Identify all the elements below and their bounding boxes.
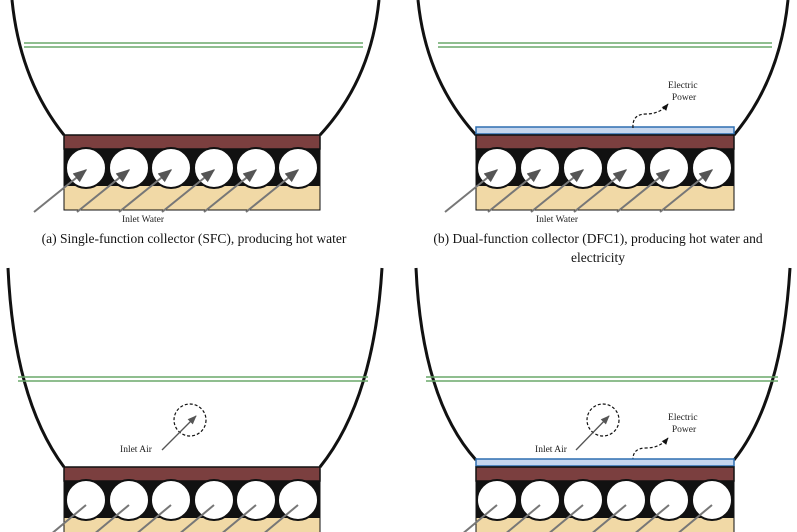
inlet-arrow	[264, 504, 299, 532]
tube	[562, 479, 604, 521]
tube-row	[65, 479, 319, 521]
electric-power-arrow	[632, 437, 669, 462]
inlet-arrow	[487, 169, 542, 213]
inlet-arrow	[573, 169, 628, 213]
panel-d: Inlet Air Electric Power	[414, 267, 792, 532]
reflector-curve-left	[6, 267, 66, 468]
air-flow-circle	[586, 403, 620, 437]
tube	[519, 479, 561, 521]
tube	[235, 479, 277, 521]
reflector-curve-right	[318, 0, 381, 137]
reflector-curve-left	[10, 0, 66, 136]
tube	[193, 479, 235, 521]
air-inlet-arrow	[161, 415, 197, 451]
absorber-plate	[475, 134, 735, 150]
inlet-arrow	[678, 504, 713, 532]
electric-power-label: Electric Power	[668, 81, 700, 103]
air-flow-circle	[173, 403, 207, 437]
inlet-arrow	[222, 504, 257, 532]
reflector-curve-right	[732, 267, 792, 461]
tube	[605, 479, 647, 521]
caption-panel-a: (a) Single-function collector (SFC), pro…	[41, 231, 347, 246]
inlet-arrow	[549, 504, 584, 532]
inlet-arrows	[52, 504, 299, 532]
caption-panel-b: (b) Dual-function collector (DFC1), prod…	[433, 231, 763, 265]
inlet-label: Inlet Water	[536, 215, 579, 225]
inlet-arrow	[444, 169, 499, 213]
reflector-curve-left	[416, 0, 478, 137]
pv-layer	[475, 458, 735, 467]
inlet-arrow	[118, 169, 173, 213]
inlet-arrows	[463, 504, 713, 532]
inlet-arrow	[52, 504, 87, 532]
inlet-arrow	[33, 169, 88, 213]
tube	[476, 479, 518, 521]
inlet-arrow	[463, 504, 498, 532]
tube-row	[476, 479, 733, 521]
tube	[277, 479, 319, 521]
panel-a: Inlet Water	[10, 0, 381, 225]
tube	[150, 479, 192, 521]
inlet-arrow	[659, 169, 714, 213]
inlet-arrow	[137, 504, 172, 532]
reflector-curve-right	[732, 0, 790, 136]
tube-band	[476, 481, 734, 518]
panel-b: Inlet Water Electric Power	[416, 0, 790, 225]
inlet-arrow	[203, 169, 258, 213]
inlet-arrow	[530, 169, 585, 213]
inlet-arrow	[245, 169, 300, 213]
inlet-arrow	[161, 169, 216, 213]
inlet-label: Inlet Air	[120, 445, 153, 455]
electric-power-label: Electric Power	[668, 413, 700, 435]
air-inlet-arrow	[575, 415, 610, 451]
tube	[108, 479, 150, 521]
inlet-arrows	[33, 169, 300, 213]
tube	[648, 479, 690, 521]
reflector-curve-right	[318, 267, 384, 468]
panel-c: Inlet Air	[6, 267, 384, 532]
absorber-plate	[63, 466, 321, 482]
reflector-curve-left	[414, 267, 478, 462]
tube	[691, 479, 733, 521]
tube-band	[476, 149, 734, 186]
inlet-arrow	[506, 504, 541, 532]
inlet-arrow	[592, 504, 627, 532]
electric-power-arrow	[632, 103, 669, 129]
inlet-arrow	[180, 504, 215, 532]
inlet-arrow	[76, 169, 131, 213]
absorber-plate	[63, 134, 321, 150]
inlet-arrow	[95, 504, 130, 532]
absorber-plate	[475, 466, 735, 482]
pv-layer	[475, 126, 735, 135]
inlet-label: Inlet Air	[535, 445, 568, 455]
inlet-arrow	[616, 169, 671, 213]
inlet-arrows	[444, 169, 714, 213]
inlet-label: Inlet Water	[122, 215, 165, 225]
tube	[65, 479, 107, 521]
inlet-arrow	[635, 504, 670, 532]
